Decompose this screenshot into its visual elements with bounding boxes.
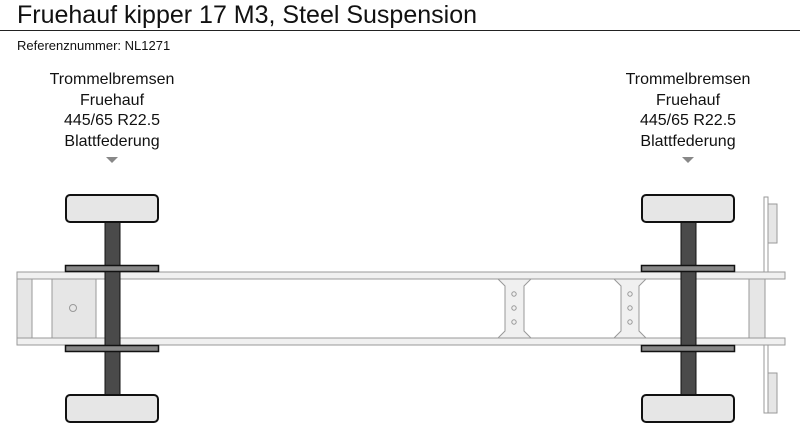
axle-1-brand: Fruehauf bbox=[79, 91, 145, 109]
axle-1-suspension: Blattfederung bbox=[64, 132, 160, 150]
reference-number: Referenznummer: NL1271 bbox=[17, 38, 171, 53]
header-divider bbox=[0, 30, 800, 31]
axle-1 bbox=[64, 194, 160, 423]
wheel-icon bbox=[641, 394, 735, 423]
axle-2 bbox=[640, 194, 736, 423]
axle-2-arrow-icon bbox=[682, 157, 694, 163]
wheel-icon bbox=[65, 194, 159, 223]
axle-1-arrow-icon bbox=[106, 157, 118, 163]
axle-2-info: Trommelbremsen Fruehauf 445/65 R22.5 Bla… bbox=[588, 70, 788, 152]
page-title: Fruehauf kipper 17 M3, Steel Suspension bbox=[17, 1, 477, 29]
axle-1-tyres: 445/65 R22.5 bbox=[63, 112, 161, 129]
axle-2-tyres: 445/65 R22.5 bbox=[639, 112, 737, 129]
axle-2-brakes: Trommelbremsen bbox=[625, 71, 751, 88]
wheel-icon bbox=[65, 394, 159, 423]
axle-2-suspension: Blattfederung bbox=[640, 132, 736, 150]
axle-1-brakes: Trommelbremsen bbox=[49, 71, 175, 88]
axle-1-info: Trommelbremsen Fruehauf 445/65 R22.5 Bla… bbox=[12, 70, 212, 152]
axle-2-brand: Fruehauf bbox=[655, 91, 721, 109]
wheel-icon bbox=[641, 194, 735, 223]
frame bbox=[16, 196, 786, 414]
